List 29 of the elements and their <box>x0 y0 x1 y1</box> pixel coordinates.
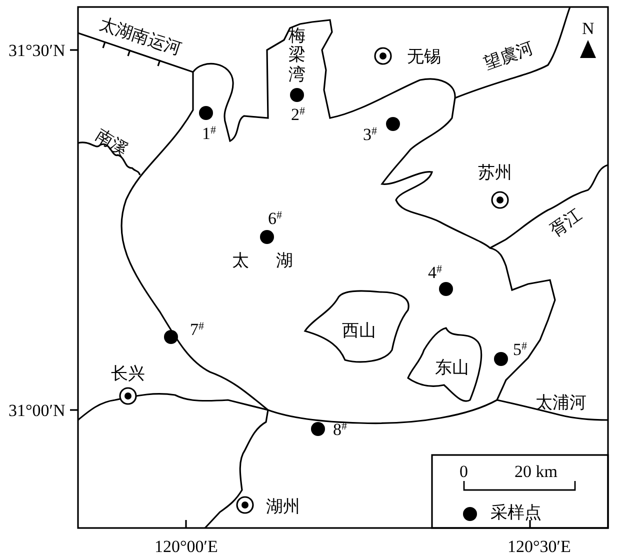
river-label: 望虞河 <box>481 38 535 72</box>
legend-label: 采样点 <box>490 504 542 520</box>
longitude-label: 120°00′E <box>154 538 218 554</box>
island-label: 西山 <box>342 322 376 338</box>
place-label: 梅梁湾 <box>288 26 306 84</box>
sample-point-number: 8$^{#}$ <box>333 420 347 438</box>
city-label: 苏州 <box>478 164 512 180</box>
sample-point-number: 1$^{#}$ <box>202 124 216 142</box>
city-label: 长兴 <box>111 364 145 382</box>
island-label: 东山 <box>435 358 469 376</box>
sample-point-number: 2$^{#}$ <box>291 106 305 122</box>
sample-point-number: 4$^{#}$ <box>428 264 442 280</box>
sample-point-number: 5$^{#}$ <box>513 340 527 358</box>
scale-label: 20 km <box>514 462 558 480</box>
river-label: 南溪 <box>93 126 131 158</box>
sample-point-number: 6$^{#}$ <box>268 210 282 226</box>
sample-point-number: 3$^{#}$ <box>363 126 377 142</box>
north-label: N <box>582 20 594 36</box>
river-label: 太湖南运河 <box>96 14 184 58</box>
longitude-label: 120°30′E <box>508 538 571 554</box>
lake-label: 太湖 <box>232 252 320 268</box>
latitude-label: 31°30′N <box>8 42 66 58</box>
city-label: 湖州 <box>266 498 300 514</box>
city-label: 无锡 <box>407 48 441 64</box>
river-label: 太浦河 <box>536 394 586 410</box>
scale-label: 0 <box>460 462 468 480</box>
sample-point-number: 7$^{#}$ <box>190 320 204 338</box>
river-label: 胥江 <box>547 205 585 239</box>
latitude-label: 31°00′N <box>8 402 66 418</box>
